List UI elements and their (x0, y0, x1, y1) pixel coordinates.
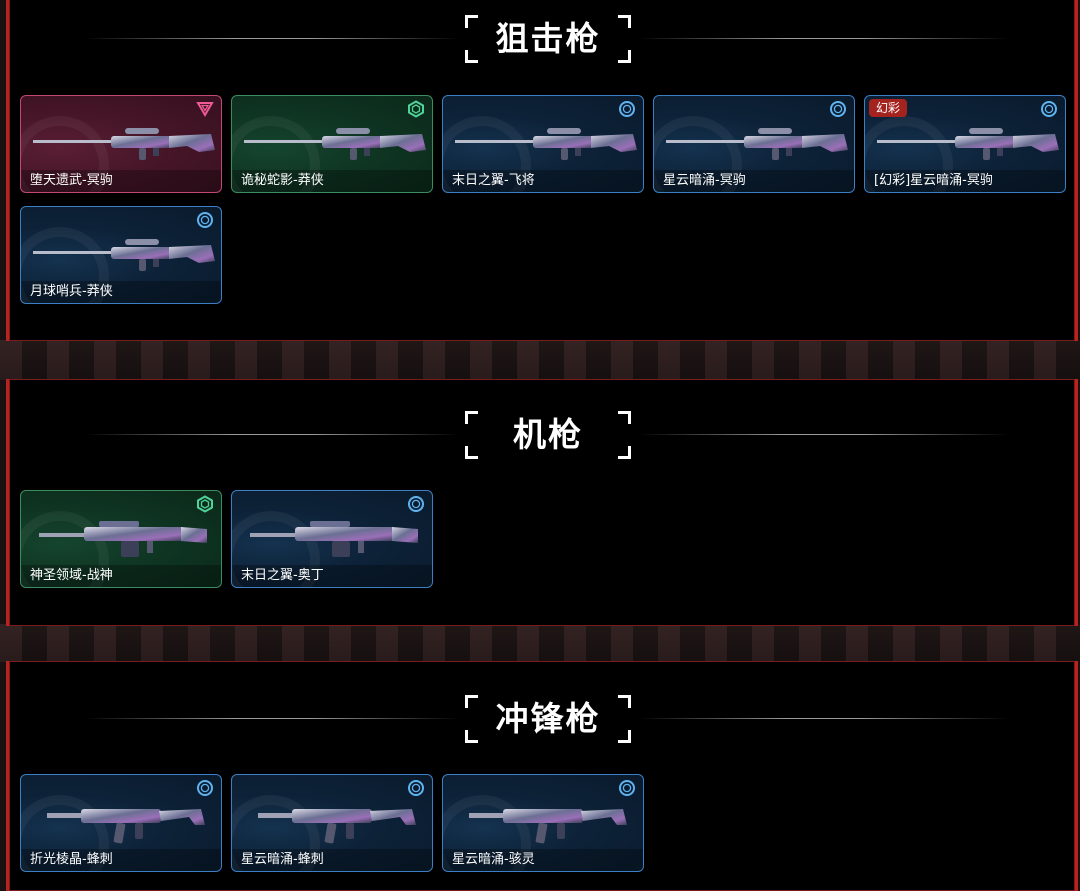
title-divider-right (638, 718, 1010, 719)
weapon-image (873, 118, 1063, 170)
weapon-skin-name: 折光棱晶-蜂刺 (21, 849, 221, 871)
skin-tag-badge: 幻彩 (869, 99, 908, 117)
card-background-emblem (21, 227, 109, 303)
circle-tier-icon (1040, 100, 1058, 118)
title-divider-right (638, 38, 1010, 39)
title-divider-right (638, 434, 1010, 435)
circle-tier-icon (829, 100, 847, 118)
weapon-skin-name: 星云暗涌-冥驹 (654, 170, 854, 192)
weapon-image (451, 118, 641, 170)
weapon-image (240, 118, 430, 170)
weapon-image (451, 797, 641, 849)
title-frame: 冲锋枪 (465, 689, 631, 749)
section-panel-smg: 冲锋枪 折光棱晶-蜂刺 星云暗涌-蜂刺 星云暗涌-骇灵 (6, 661, 1078, 891)
weapon-skin-card[interactable]: 星云暗涌-蜂刺 (231, 774, 433, 872)
card-background-emblem (654, 116, 742, 192)
weapon-skin-card[interactable]: 月球哨兵-莽侠 (20, 206, 222, 304)
weapon-skin-name: 堕天遗武-冥驹 (21, 170, 221, 192)
weapon-skin-card[interactable]: 末日之翼-飞将 (442, 95, 644, 193)
triangle-tier-icon (196, 100, 214, 118)
card-background-emblem (232, 511, 320, 587)
circle-tier-icon (618, 100, 636, 118)
weapon-image (29, 797, 219, 849)
circle-tier-icon (407, 495, 425, 513)
section-panel-sniper: 狙击枪 堕天遗武-冥驹 诡秘蛇影-莽侠 末日之翼-飞将 (6, 0, 1078, 341)
section-title: 狙击枪 (495, 19, 601, 58)
weapon-image (240, 513, 430, 565)
background-band (0, 340, 1080, 380)
weapon-image (29, 513, 219, 565)
circle-tier-icon (196, 211, 214, 229)
section-header: 冲锋枪 (10, 689, 1074, 749)
weapon-image (29, 229, 219, 281)
weapon-skin-name: 末日之翼-飞将 (443, 170, 643, 192)
weapon-skin-name: 月球哨兵-莽侠 (21, 281, 221, 303)
circle-tier-icon (407, 779, 425, 797)
background-band (0, 624, 1080, 662)
title-divider-left (85, 38, 460, 39)
weapon-skin-card[interactable]: 星云暗涌-冥驹 (653, 95, 855, 193)
weapon-skin-card[interactable]: 幻彩 [幻彩]星云暗涌-冥驹 (864, 95, 1066, 193)
card-background-emblem (21, 795, 109, 871)
weapon-skin-name: 神圣领域-战神 (21, 565, 221, 587)
title-frame: 机枪 (465, 405, 631, 465)
weapon-skin-card[interactable]: 末日之翼-奥丁 (231, 490, 433, 588)
section-title: 机枪 (513, 415, 583, 454)
weapon-skin-name: 末日之翼-奥丁 (232, 565, 432, 587)
card-background-emblem (232, 116, 320, 192)
weapon-skin-card[interactable]: 堕天遗武-冥驹 (20, 95, 222, 193)
weapon-skin-name: [幻彩]星云暗涌-冥驹 (865, 170, 1065, 192)
section-header: 狙击枪 (10, 9, 1074, 69)
weapon-skin-card[interactable]: 诡秘蛇影-莽侠 (231, 95, 433, 193)
hexagon-tier-icon (407, 100, 425, 118)
circle-tier-icon (618, 779, 636, 797)
weapon-image (240, 797, 430, 849)
weapon-image (29, 118, 219, 170)
card-background-emblem (21, 116, 109, 192)
weapon-skin-card[interactable]: 折光棱晶-蜂刺 (20, 774, 222, 872)
weapon-skin-name: 诡秘蛇影-莽侠 (232, 170, 432, 192)
card-background-emblem (865, 116, 953, 192)
card-background-emblem (443, 116, 531, 192)
card-background-emblem (232, 795, 320, 871)
card-background-emblem (21, 511, 109, 587)
card-background-emblem (443, 795, 531, 871)
weapon-skin-name: 星云暗涌-骇灵 (443, 849, 643, 871)
section-title: 冲锋枪 (495, 699, 601, 738)
weapon-skin-name: 星云暗涌-蜂刺 (232, 849, 432, 871)
hexagon-tier-icon (196, 495, 214, 513)
weapon-skin-card[interactable]: 神圣领域-战神 (20, 490, 222, 588)
circle-tier-icon (196, 779, 214, 797)
title-divider-left (85, 718, 460, 719)
weapon-skin-card[interactable]: 星云暗涌-骇灵 (442, 774, 644, 872)
section-panel-machine-gun: 机枪 神圣领域-战神 末日之翼-奥丁 (6, 379, 1078, 626)
weapon-image (662, 118, 852, 170)
title-frame: 狙击枪 (465, 9, 631, 69)
title-divider-left (85, 434, 460, 435)
section-header: 机枪 (10, 405, 1074, 465)
